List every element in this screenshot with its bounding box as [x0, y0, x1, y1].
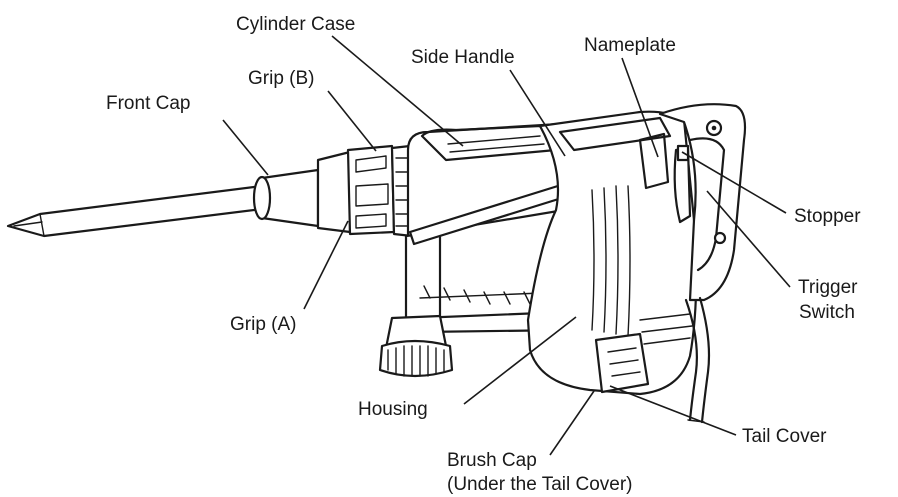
hammer-illustration — [6, 103, 747, 424]
leader-side-handle — [509, 69, 566, 157]
grip-a-part — [316, 144, 396, 236]
label-trigger-switch-line2: Switch — [799, 302, 855, 323]
leader-grip-a — [303, 220, 349, 310]
trigger-part — [673, 144, 692, 224]
chisel-bit — [6, 184, 272, 238]
label-housing: Housing — [358, 399, 428, 420]
leader-lines — [222, 35, 791, 456]
label-trigger-switch-line1: Trigger — [798, 277, 858, 298]
label-side-handle: Side Handle — [411, 47, 515, 68]
label-tail-cover: Tail Cover — [742, 426, 827, 447]
rear-handle-part — [658, 103, 747, 302]
label-brush-cap-line1: Brush Cap — [447, 450, 537, 471]
label-front-cap: Front Cap — [106, 93, 190, 114]
leader-nameplate — [621, 57, 659, 158]
leader-tail-cover — [609, 385, 737, 436]
front-cap-part — [252, 168, 320, 228]
part-labels: Cylinder Case Side Handle Nameplate Grip… — [106, 14, 861, 495]
leader-stopper — [681, 151, 787, 214]
label-grip-a: Grip (A) — [230, 314, 297, 335]
leader-trigger-switch — [706, 190, 791, 288]
leader-front-cap — [222, 119, 269, 176]
leader-brush-cap — [549, 390, 595, 456]
label-brush-cap-line2: (Under the Tail Cover) — [447, 474, 633, 495]
leader-housing — [463, 316, 577, 405]
label-nameplate: Nameplate — [584, 35, 676, 56]
leader-cylinder-case — [331, 35, 464, 147]
label-stopper: Stopper — [794, 206, 861, 227]
motor-housing-part — [526, 110, 718, 396]
leader-grip-b — [327, 90, 377, 152]
label-cylinder-case: Cylinder Case — [236, 14, 355, 35]
nameplate-part — [638, 132, 670, 190]
label-grip-b: Grip (B) — [248, 68, 315, 89]
